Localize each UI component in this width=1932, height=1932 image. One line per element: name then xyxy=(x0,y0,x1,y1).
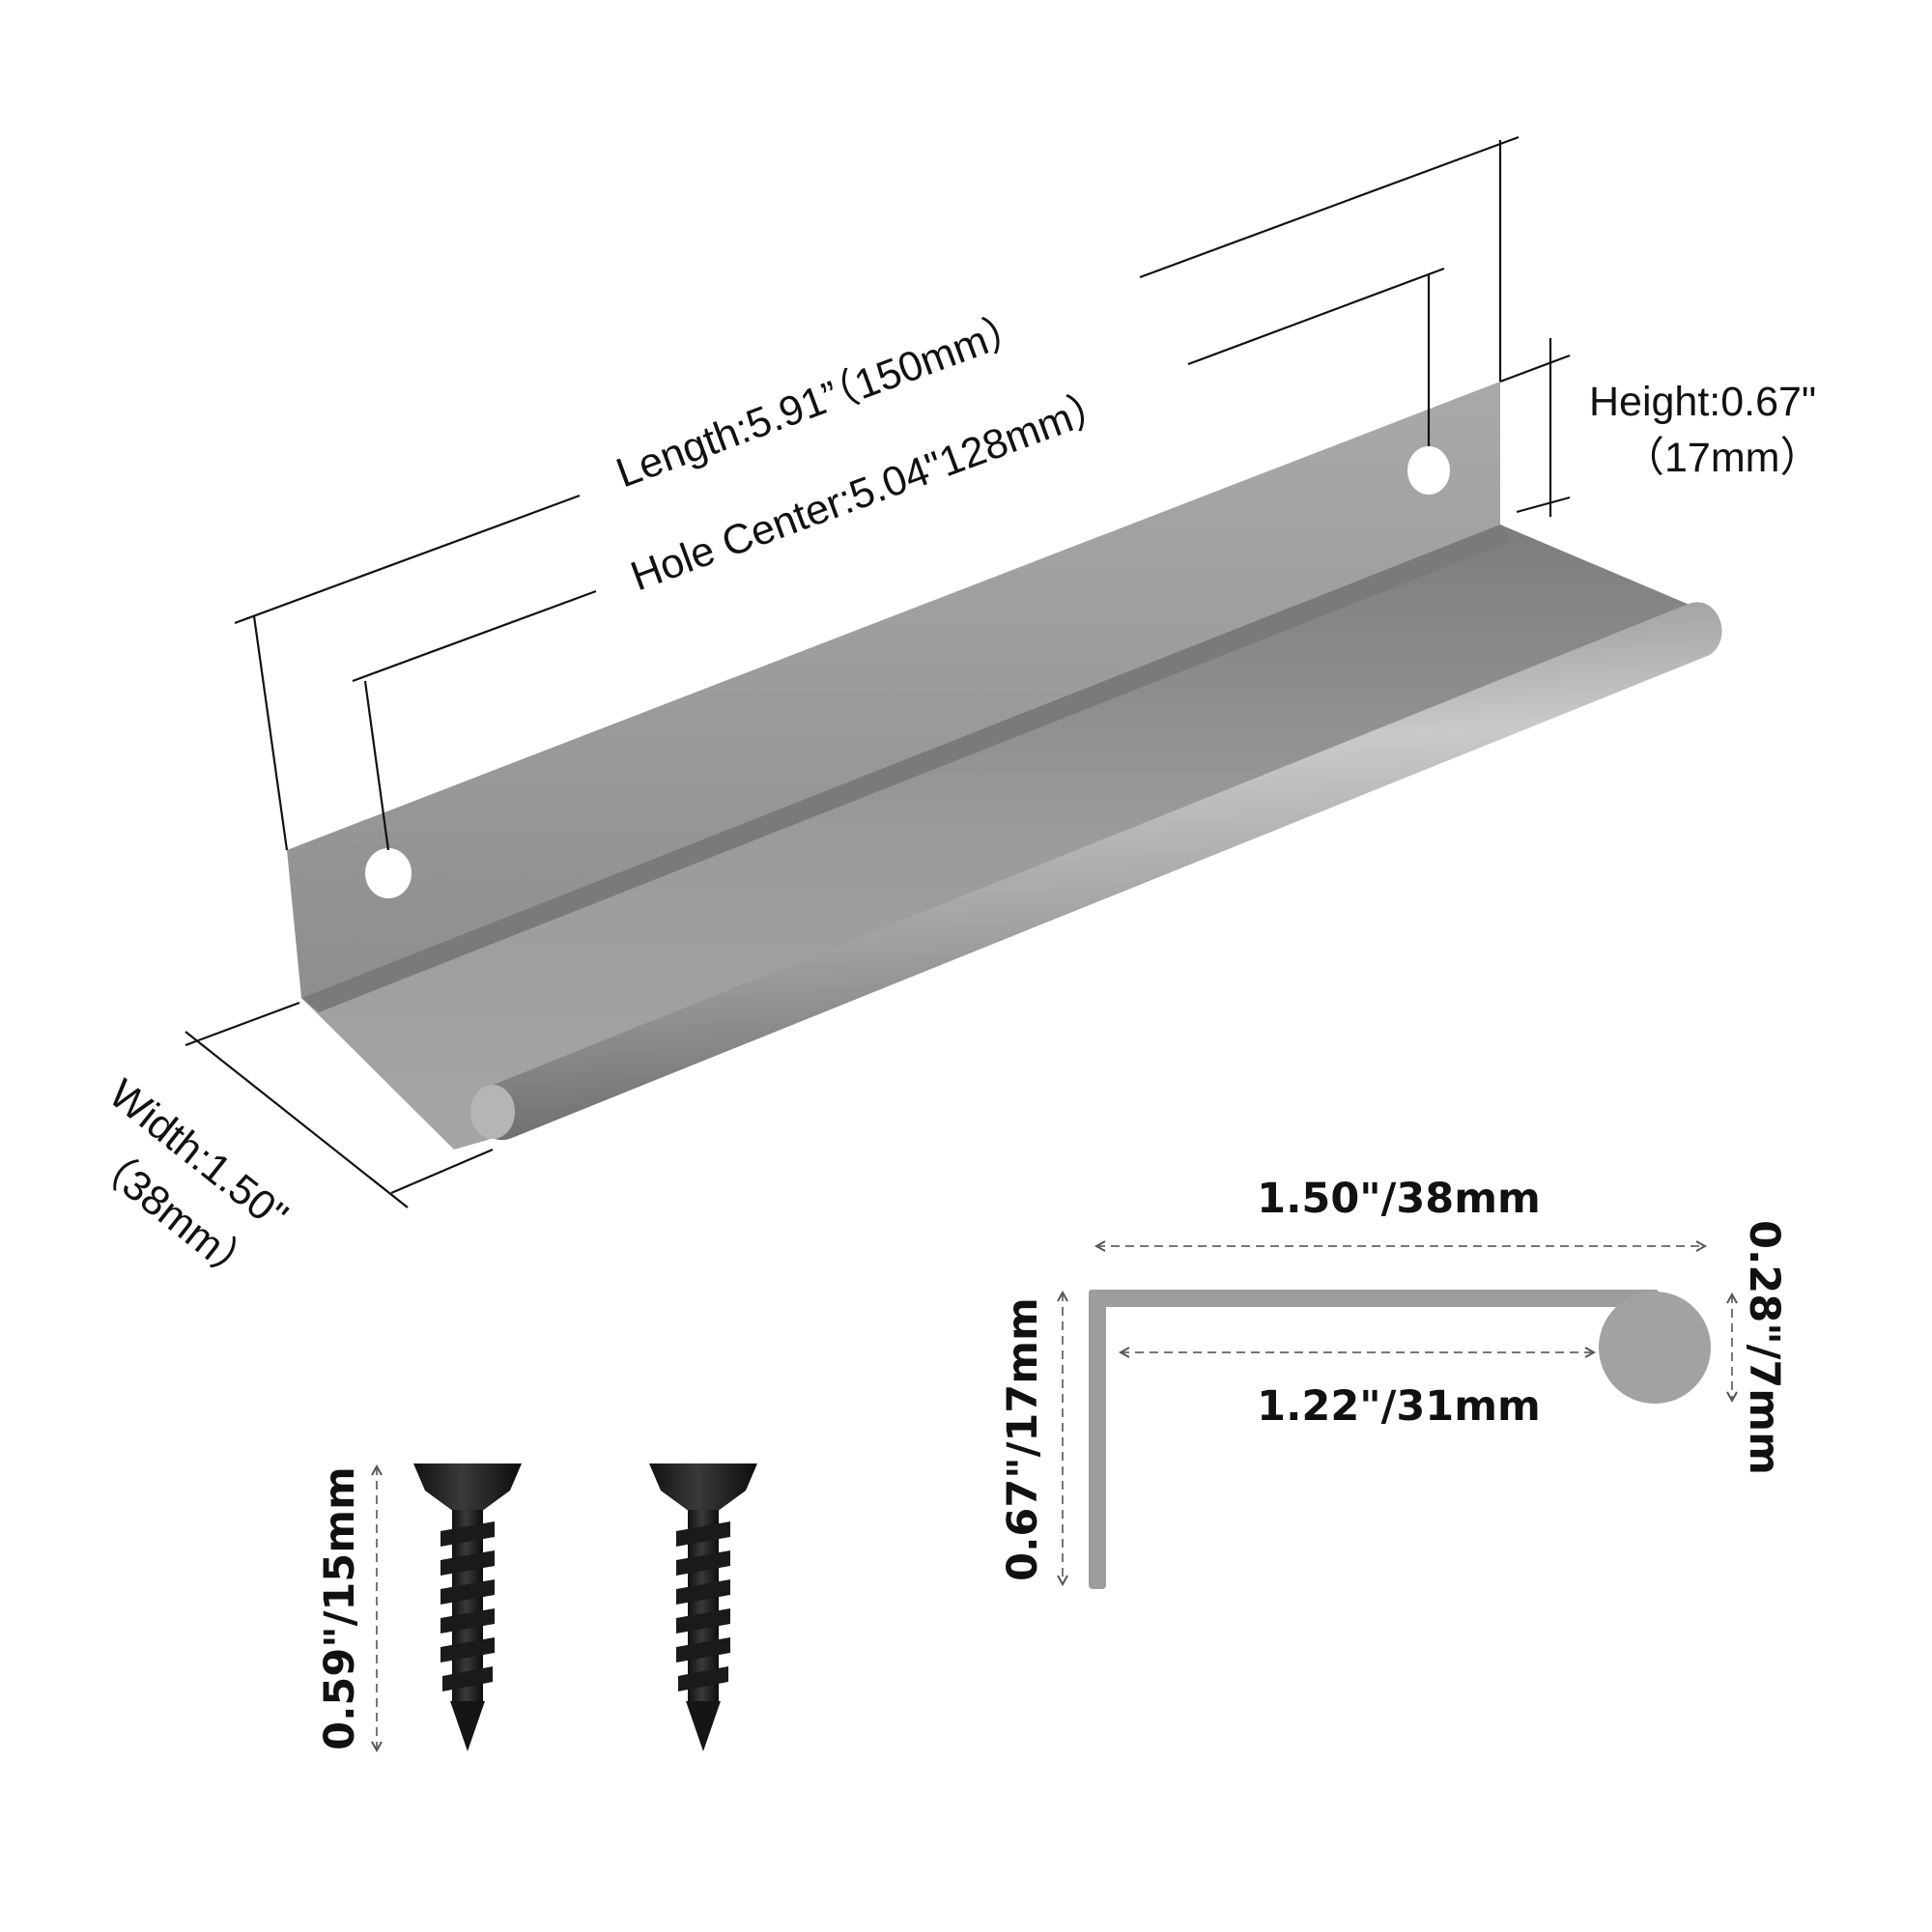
handle-lip-rod xyxy=(473,602,1722,1141)
mounting-hole-right xyxy=(1407,446,1450,495)
height-label-line2: （17mm） xyxy=(1623,435,1821,481)
hole-center-dimension xyxy=(352,267,1445,851)
profile-base xyxy=(1089,1290,1659,1307)
mounting-hole-left xyxy=(365,848,412,898)
screw-head xyxy=(413,1463,522,1512)
handle-3d-view xyxy=(287,382,1722,1150)
length-dimension xyxy=(234,135,1520,851)
screw-threads xyxy=(440,1521,495,1691)
screw-tip xyxy=(686,1701,721,1751)
screw-length-label: 0.59"/15mm xyxy=(316,1466,364,1750)
profile-wall xyxy=(1089,1290,1106,1589)
screw-threads xyxy=(676,1521,730,1691)
handle-base xyxy=(301,525,1710,1150)
handle-fold-shadow xyxy=(301,525,1512,1012)
profile-height-label: 0.67"/17mm xyxy=(999,1297,1047,1581)
width-dimension xyxy=(185,1001,494,1208)
screw-head xyxy=(649,1463,757,1512)
screw-right xyxy=(649,1463,757,1751)
screw-tip xyxy=(450,1701,485,1751)
height-dimension xyxy=(1499,338,1571,517)
screw-left xyxy=(413,1463,522,1751)
profile-overall-width-label: 1.50"/38mm xyxy=(1257,1175,1541,1223)
handle-lip-end xyxy=(470,1085,515,1139)
height-label-line1: Height:0.67" xyxy=(1589,379,1816,425)
handle-back-plate xyxy=(287,382,1500,998)
profile-lip-diameter-label: 0.28"/7mm xyxy=(1740,1220,1788,1475)
profile-lip xyxy=(1599,1292,1711,1404)
profile-inner-width-label: 1.22"/31mm xyxy=(1257,1382,1541,1431)
profile-cross-section xyxy=(1089,1290,1711,1589)
